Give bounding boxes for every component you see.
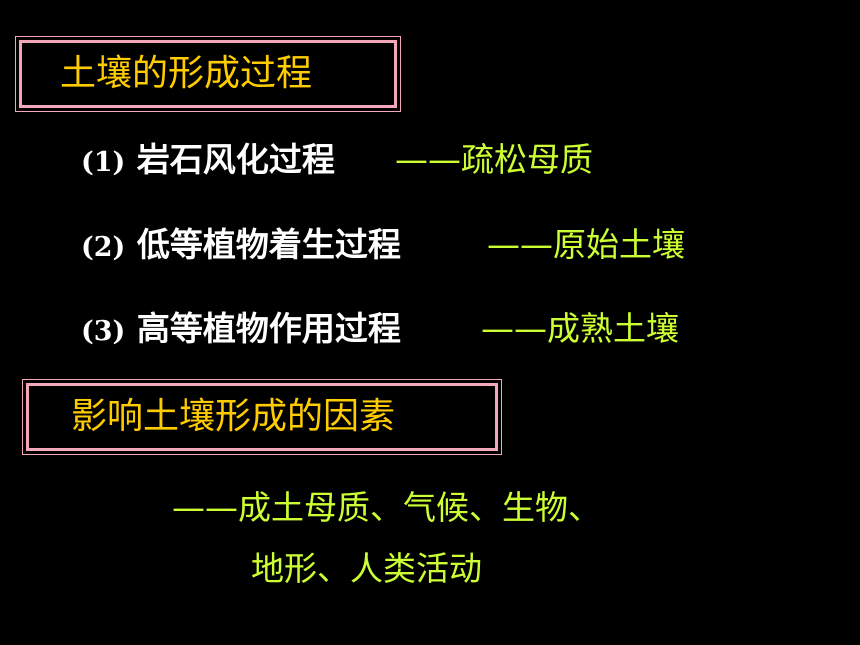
process-item-result: ——疏松母质 [395, 140, 593, 179]
process-item-result: ——原始土壤 [487, 225, 685, 264]
process-item-result: ——成熟土壤 [481, 309, 679, 348]
section-title-box-formation: 土壤的形成过程 [15, 36, 401, 112]
process-item-2: (2) 低等植物着生过程 ——原始土壤 [81, 225, 685, 264]
factors-line-1: ——成土母质、气候、生物、 [172, 488, 601, 527]
process-item-number: (3) [81, 316, 126, 347]
factors-line-2: 地形、人类活动 [251, 549, 482, 588]
process-item-1: (1) 岩石风化过程 ——疏松母质 [81, 140, 593, 179]
section-title-factors: 影响土壤形成的因素 [71, 396, 396, 437]
section-title-formation: 土壤的形成过程 [60, 53, 313, 94]
process-item-number: (2) [81, 232, 126, 263]
section-title-box-factors: 影响土壤形成的因素 [22, 379, 502, 455]
process-item-name: 高等植物作用过程 [125, 309, 401, 348]
process-item-name: 岩石风化过程 [125, 140, 335, 179]
process-item-number: (1) [81, 147, 126, 178]
process-item-name: 低等植物着生过程 [125, 225, 401, 264]
process-item-3: (3) 高等植物作用过程 ——成熟土壤 [81, 309, 679, 348]
